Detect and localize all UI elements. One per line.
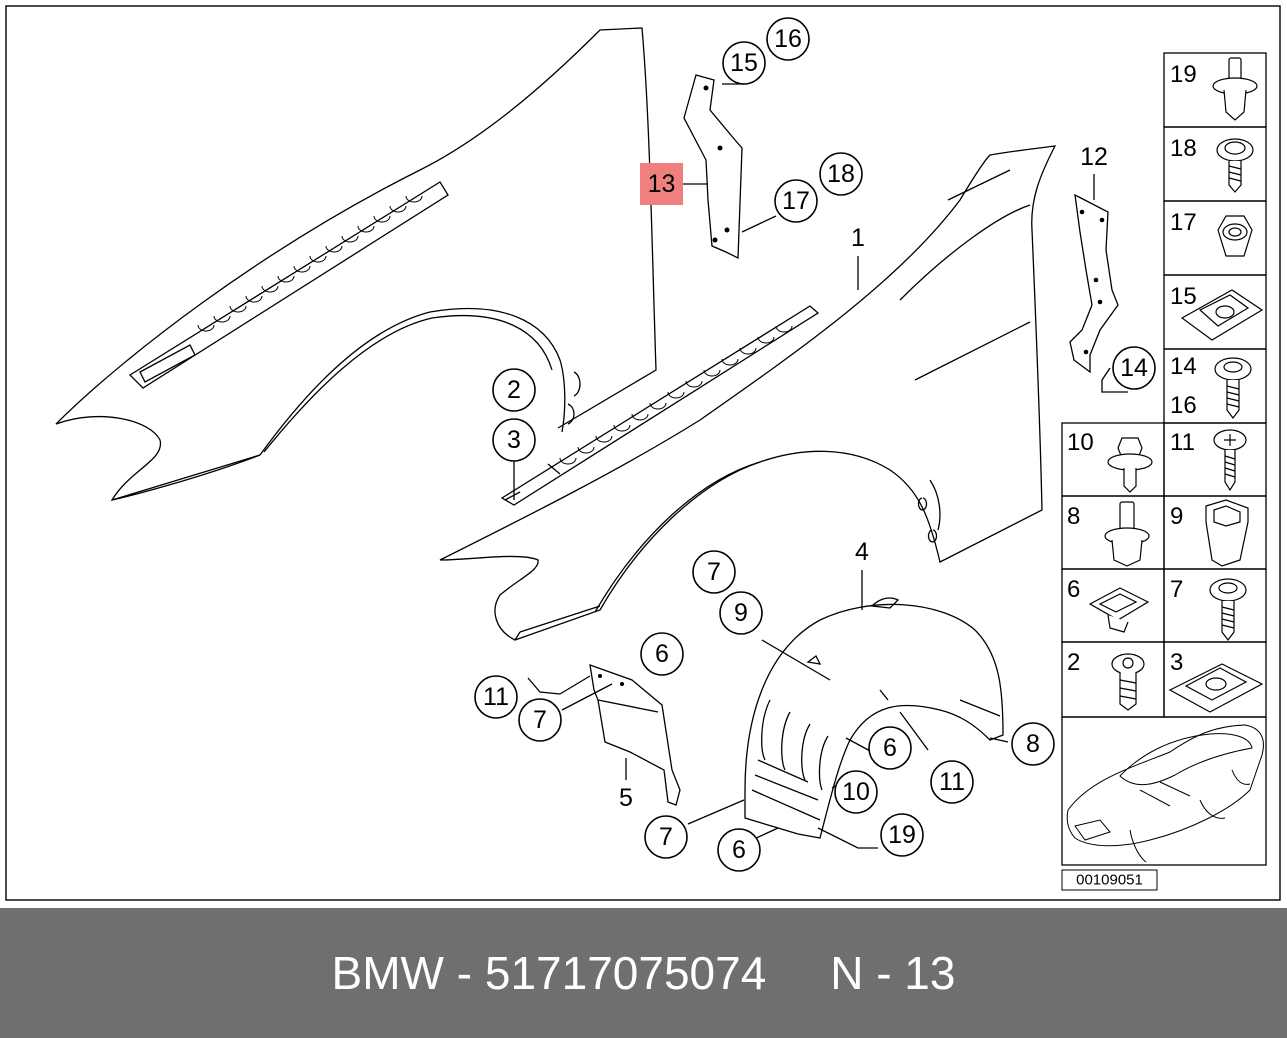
svg-text:14: 14 bbox=[1120, 354, 1148, 382]
diagram-number: 00109051 bbox=[1076, 872, 1143, 889]
callout-3: 3 bbox=[492, 418, 536, 462]
callout-6-lower: 6 bbox=[717, 828, 761, 872]
wheel-liner-4-drawing bbox=[744, 597, 1004, 839]
legend-17: 17 bbox=[1170, 209, 1197, 236]
legend-11: 11 bbox=[1170, 429, 1195, 456]
callout-2: 2 bbox=[492, 368, 536, 412]
fender-rail bbox=[500, 305, 820, 506]
svg-text:7: 7 bbox=[533, 706, 547, 734]
legend-6: 6 bbox=[1067, 576, 1080, 603]
callout-19: 19 bbox=[880, 813, 924, 857]
svg-text:15: 15 bbox=[730, 49, 758, 77]
svg-text:11: 11 bbox=[939, 768, 965, 796]
callout-17: 17 bbox=[774, 179, 818, 223]
rail-hole-row bbox=[559, 325, 793, 465]
diagram-number-box: 00109051 bbox=[1061, 869, 1158, 891]
callout-16: 16 bbox=[766, 17, 810, 61]
bracket-13-drawing bbox=[683, 74, 743, 260]
fastener-legend: 19 18 17 15 14 16 10 11 8 9 6 7 2 3 bbox=[1061, 52, 1267, 866]
rivet-19-icon bbox=[1212, 57, 1258, 121]
legend-15: 15 bbox=[1170, 283, 1197, 310]
diagram-border bbox=[5, 5, 1281, 901]
nut-9-icon bbox=[1205, 499, 1249, 567]
leader-lines bbox=[513, 83, 1128, 849]
rivet-8-icon bbox=[1104, 501, 1150, 567]
svg-text:6: 6 bbox=[883, 734, 897, 762]
svg-text:3: 3 bbox=[507, 426, 521, 454]
footer-position-label: N - 13 bbox=[830, 947, 956, 999]
nutplate-3-icon bbox=[1168, 663, 1264, 713]
callout-11-left: 11 bbox=[474, 675, 518, 719]
bolt-2-icon bbox=[1111, 653, 1145, 711]
callout-13: 13 bbox=[648, 170, 676, 198]
bracket-12-drawing bbox=[1069, 193, 1119, 374]
callout-7-upper: 7 bbox=[692, 550, 736, 594]
footer-caption: BMW - 51717075074 N - 13 bbox=[0, 908, 1287, 1038]
footer-separator: - bbox=[456, 947, 473, 999]
legend-9: 9 bbox=[1170, 503, 1183, 530]
svg-text:7: 7 bbox=[659, 823, 673, 851]
legend-16: 16 bbox=[1170, 392, 1197, 419]
legend-7: 7 bbox=[1170, 576, 1183, 603]
legend-10: 10 bbox=[1067, 429, 1094, 456]
footer-brand: BMW bbox=[331, 947, 444, 999]
parts-diagram: 13 1 12 4 5 16 15 18 17 2 3 14 7 9 6 bbox=[5, 5, 1281, 901]
callout-7-lower: 7 bbox=[644, 815, 688, 859]
legend-3: 3 bbox=[1170, 649, 1183, 676]
legend-14: 14 bbox=[1170, 353, 1197, 380]
clipnut-6-icon bbox=[1088, 587, 1150, 633]
screw-11-icon bbox=[1213, 429, 1247, 492]
svg-text:16: 16 bbox=[774, 25, 802, 53]
svg-text:9: 9 bbox=[734, 599, 748, 627]
legend-2: 2 bbox=[1067, 649, 1080, 676]
clipnut-15-icon bbox=[1180, 289, 1264, 341]
footer-part-number: 51717075074 bbox=[484, 947, 767, 999]
svg-text:11: 11 bbox=[483, 683, 509, 711]
shield-5-drawing bbox=[589, 664, 681, 806]
callout-4: 4 bbox=[855, 538, 869, 566]
screw-14-16-icon bbox=[1214, 357, 1252, 419]
fender-main-drawing bbox=[439, 145, 1057, 641]
fastener-icons bbox=[1088, 57, 1264, 713]
ghost-hole-row bbox=[197, 195, 423, 332]
callout-8: 8 bbox=[1011, 722, 1055, 766]
callout-7-left: 7 bbox=[518, 698, 562, 742]
legend-8: 8 bbox=[1067, 503, 1080, 530]
callout-18: 18 bbox=[819, 152, 863, 196]
footer-bar: BMW - 51717075074 N - 13 bbox=[0, 908, 1287, 1038]
callout-5: 5 bbox=[619, 784, 633, 812]
vehicle-thumbnail-image bbox=[1066, 724, 1264, 863]
svg-text:6: 6 bbox=[732, 836, 746, 864]
screw-18-icon bbox=[1216, 138, 1254, 193]
fender-ghost-drawing bbox=[55, 27, 657, 501]
callout-6-shield: 6 bbox=[640, 632, 684, 676]
svg-text:17: 17 bbox=[782, 187, 810, 215]
svg-text:8: 8 bbox=[1026, 730, 1040, 758]
diagram-svg: 13 1 12 4 5 16 15 18 17 2 3 14 7 9 6 bbox=[5, 5, 1281, 901]
svg-text:10: 10 bbox=[842, 778, 870, 806]
callout-11-right: 11 bbox=[930, 760, 974, 804]
screw-7-icon bbox=[1209, 578, 1247, 641]
callout-9: 9 bbox=[719, 591, 763, 635]
svg-text:19: 19 bbox=[888, 821, 916, 849]
callout-14: 14 bbox=[1112, 346, 1156, 390]
callout-12: 12 bbox=[1080, 143, 1108, 171]
callout-1: 1 bbox=[851, 224, 865, 252]
svg-text:2: 2 bbox=[507, 376, 521, 404]
svg-text:7: 7 bbox=[707, 558, 721, 586]
callout-6-liner: 6 bbox=[868, 726, 912, 770]
legend-18: 18 bbox=[1170, 135, 1197, 162]
svg-text:18: 18 bbox=[827, 160, 855, 188]
legend-19: 19 bbox=[1170, 61, 1197, 88]
nut-17-icon bbox=[1217, 215, 1253, 257]
callout-10: 10 bbox=[834, 770, 878, 814]
svg-text:6: 6 bbox=[655, 640, 669, 668]
callout-13-highlight bbox=[640, 163, 683, 205]
callout-15: 15 bbox=[722, 41, 766, 85]
bolt-10-icon bbox=[1107, 437, 1153, 493]
